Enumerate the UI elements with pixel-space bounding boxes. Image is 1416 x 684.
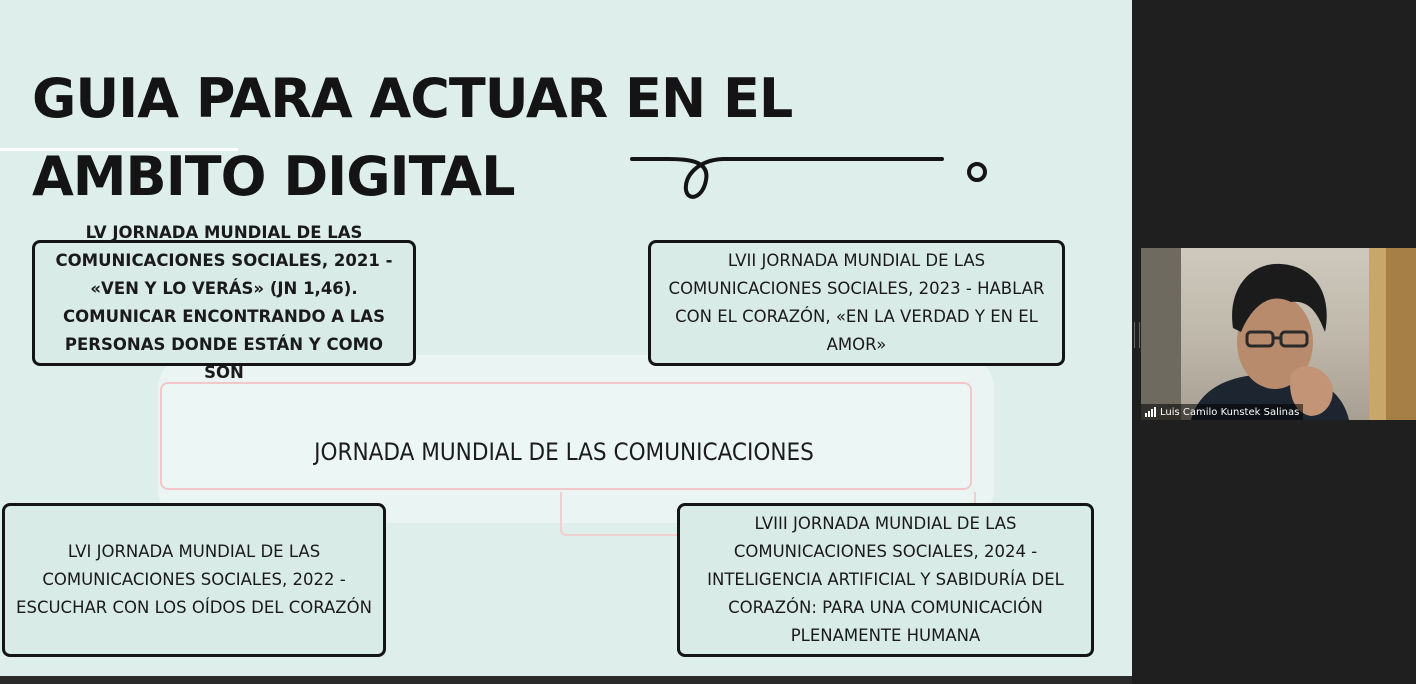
signal-bars-icon (1145, 407, 1156, 417)
center-label: JORNADA MUNDIAL DE LAS COMUNICACIONES (314, 438, 814, 466)
participant-video-feed (1141, 248, 1416, 420)
title-underline (0, 148, 238, 151)
center-frame (160, 382, 972, 490)
panel-resize-handle[interactable] (1134, 322, 1140, 348)
jornada-2022-box: LVI JORNADA MUNDIAL DE LAS COMUNICACIONE… (2, 503, 386, 657)
jornada-2021-box: LV JORNADA MUNDIAL DE LAS COMUNICACIONES… (32, 223, 416, 382)
squiggle-decoration (630, 157, 987, 199)
slide-title: GUIA PARA ACTUAR EN EL AMBITO DIGITAL (32, 67, 793, 208)
shared-slide: GUIA PARA ACTUAR EN EL AMBITO DIGITAL JO… (0, 0, 1132, 676)
participant-video-tile[interactable]: Luis Camilo Kunstek Salinas (1141, 248, 1416, 420)
jornada-2024-box: LVIII JORNADA MUNDIAL DE LAS COMUNICACIO… (677, 503, 1094, 657)
jornada-2023-box: LVII JORNADA MUNDIAL DE LAS COMUNICACION… (648, 240, 1065, 366)
participant-name: Luis Camilo Kunstek Salinas (1160, 406, 1300, 418)
slide-bottom-strip (0, 676, 1132, 684)
participant-name-bar: Luis Camilo Kunstek Salinas (1141, 404, 1304, 420)
